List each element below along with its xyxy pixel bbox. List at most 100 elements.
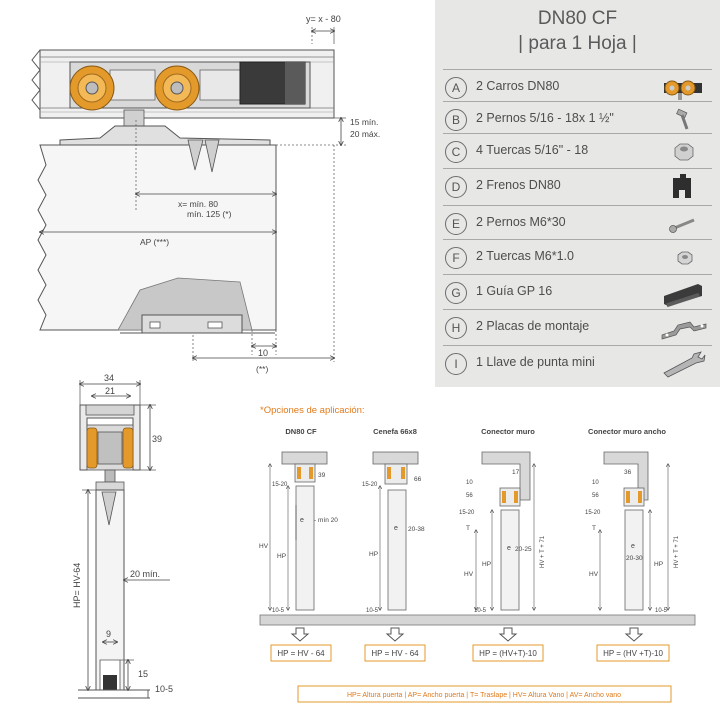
formula-2: HP = HV - 64: [371, 649, 419, 658]
part-row-g: G 1 Guía GP 16: [435, 274, 720, 311]
svg-text:10-5: 10-5: [366, 608, 379, 614]
svg-text:20-25: 20-25: [515, 546, 532, 553]
option-title-1: DN80 CF: [285, 427, 317, 436]
hp-formula-label: HP= HV-64: [72, 563, 82, 608]
part-label: 2 Frenos DN80: [476, 178, 561, 192]
option-diagram-4: 36 10 56 15-20 T HV HP e 20-30 HV + T + …: [585, 451, 680, 614]
svg-text:HP: HP: [369, 551, 378, 558]
width-34-label: 34: [104, 373, 114, 383]
svg-text:HP: HP: [277, 553, 286, 560]
x-min-label-b: mín. 125 (*): [187, 209, 232, 219]
option-title-2: Cenefa 66x8: [373, 427, 417, 436]
option-diagram-3: 17 10 56 15-20 T HV HP e 20-25 HV + T + …: [459, 451, 546, 614]
part-row-i: I 1 Llave de punta mini: [435, 345, 720, 382]
dim-10-label: 10: [258, 348, 268, 358]
gap-min-label: 15 mín.: [350, 117, 378, 127]
brake-icon: [673, 174, 691, 198]
svg-text:- mín 20: - mín 20: [314, 517, 338, 524]
width-9-label: 9: [106, 629, 111, 639]
svg-text:66: 66: [414, 476, 422, 483]
svg-text:T: T: [592, 525, 596, 532]
options-heading: *Opciones de aplicación:: [260, 405, 365, 416]
height-39-label: 39: [152, 434, 162, 444]
svg-text:e: e: [300, 517, 304, 524]
part-letter: H: [445, 317, 467, 339]
min-20-label: 20 mín.: [130, 569, 160, 579]
part-letter: E: [445, 213, 467, 235]
door-edge: [95, 489, 125, 691]
floor-slab: [259, 614, 696, 626]
panel-title-model: DN80 CF: [537, 8, 618, 29]
svg-text:10-5: 10-5: [474, 608, 487, 614]
part-row-d: D 2 Frenos DN80: [435, 168, 720, 205]
svg-text:HV: HV: [589, 571, 599, 578]
part-row-f: F 2 Tuercas M6*1.0: [435, 239, 720, 276]
svg-text:15-20: 15-20: [585, 510, 601, 516]
trolley-icon: [664, 80, 702, 100]
svg-text:15-20: 15-20: [272, 482, 288, 488]
svg-text:10-5: 10-5: [272, 608, 285, 614]
nut-icon: [674, 143, 694, 161]
note-2-label: (**): [256, 364, 268, 374]
svg-text:e: e: [507, 545, 511, 552]
legend-text: HP= Altura puerta | AP= Ancho puerta | T…: [347, 692, 621, 699]
panel-title: DN80 CF | para 1 Hoja |: [435, 6, 720, 56]
formula-1: HP = HV - 64: [277, 649, 325, 658]
svg-text:T: T: [466, 525, 470, 532]
side-section-diagram: 34 21 39 HP= HV-64 20 mín. 9: [72, 373, 173, 699]
part-letter: D: [445, 176, 467, 198]
panel-title-subtitle: | para 1 Hoja |: [518, 33, 637, 54]
option-diagram-2: 66 15-20 HP e 20-38 10-5: [362, 451, 425, 614]
formula-3: HP = (HV+T)-10: [479, 649, 537, 658]
option-title-3: Conector muro: [481, 427, 535, 436]
svg-text:HV: HV: [464, 571, 474, 578]
x-min-label-a: x= mín. 80: [178, 199, 218, 209]
svg-text:17: 17: [512, 469, 520, 476]
part-letter: B: [445, 109, 467, 131]
svg-text:56: 56: [592, 493, 599, 499]
floor-guide-icon: [664, 284, 702, 308]
part-row-h: H 2 Placas de montaje: [435, 309, 720, 346]
svg-text:20-38: 20-38: [408, 526, 425, 533]
arrow-down-icon: [290, 627, 644, 642]
part-label: 2 Carros DN80: [476, 79, 560, 93]
svg-text:HV + T + 71: HV + T + 71: [540, 535, 546, 568]
svg-text:20-30: 20-30: [626, 555, 643, 562]
top-track-diagram: y= x - 80: [31, 14, 380, 374]
mounting-plate-icon: [661, 321, 707, 340]
gap-10-5-label: 10-5: [155, 684, 173, 694]
svg-text:39: 39: [318, 472, 326, 479]
part-row-c: C 4 Tuercas 5/16" - 18: [435, 133, 720, 170]
part-label: 1 Llave de punta mini: [476, 355, 595, 369]
part-letter: F: [445, 247, 467, 269]
part-letter: C: [445, 141, 467, 163]
svg-text:10-5: 10-5: [655, 608, 668, 614]
svg-text:36: 36: [624, 469, 632, 476]
part-letter: I: [445, 353, 467, 375]
svg-text:56: 56: [466, 493, 473, 499]
formula-4: HP = (HV +T)-10: [603, 649, 663, 658]
y-formula-label: y= x - 80: [306, 14, 341, 24]
bolt-icon: [676, 108, 689, 130]
application-options: *Opciones de aplicación: DN80 CF Cenefa …: [259, 405, 696, 703]
svg-text:HP: HP: [654, 561, 663, 568]
svg-text:10: 10: [592, 480, 599, 486]
part-row-e: E 2 Pernos M6*30: [435, 205, 720, 242]
part-row-a: A 2 Carros DN80: [435, 69, 720, 106]
height-15-label: 15: [138, 669, 148, 679]
trolley-wheel-left: [69, 65, 115, 111]
part-letter: G: [445, 282, 467, 304]
svg-text:10: 10: [466, 480, 473, 486]
screw-icon: [669, 218, 695, 233]
svg-text:e: e: [394, 525, 398, 532]
option-diagram-1: 39 15-20 HV HP e - mín 20 10-5: [259, 451, 338, 614]
parts-panel: DN80 CF | para 1 Hoja | A 2 Carros DN80 …: [435, 0, 720, 387]
width-21-label: 21: [105, 386, 115, 396]
wrench-icon: [663, 351, 706, 378]
small-nut-icon: [677, 251, 693, 265]
svg-text:e: e: [631, 543, 635, 550]
part-label: 2 Tuercas M6*1.0: [476, 249, 574, 263]
part-label: 4 Tuercas 5/16" - 18: [476, 143, 589, 157]
part-label: 2 Pernos 5/16 - 18x 1 ½": [476, 111, 614, 125]
